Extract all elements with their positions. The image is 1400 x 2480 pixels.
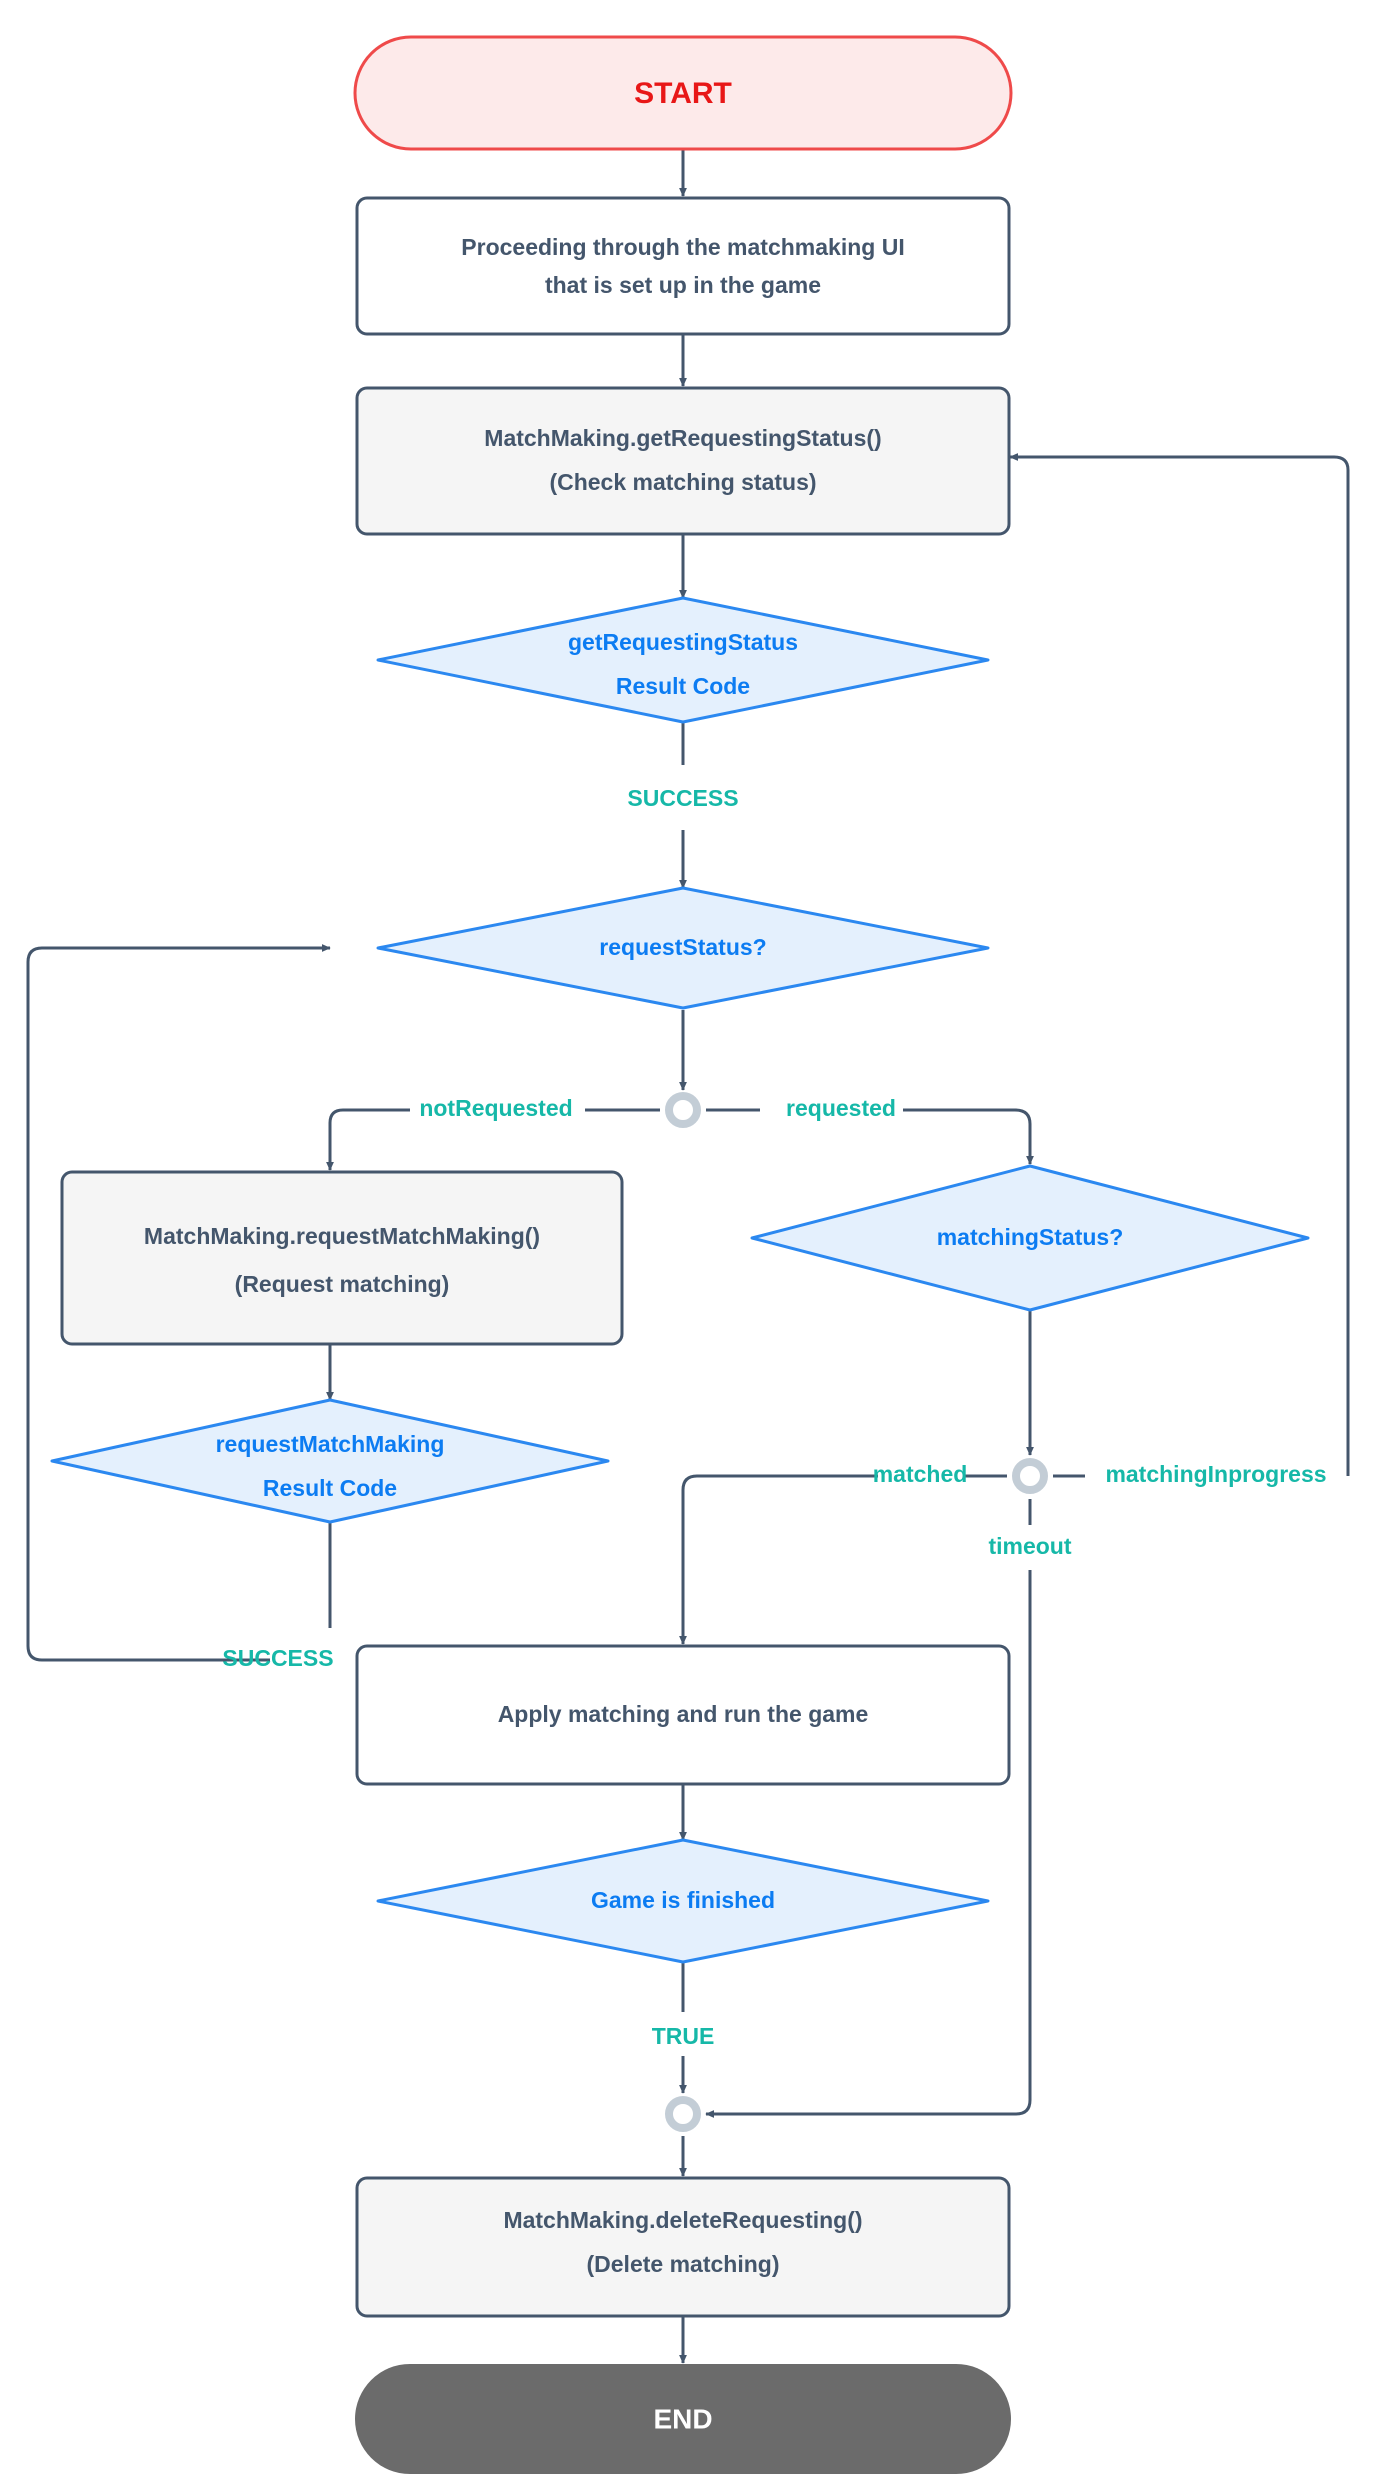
game-finished-label: Game is finished	[591, 1887, 775, 1913]
end-label: END	[653, 2403, 712, 2434]
edge-label-requested: requested	[786, 1095, 896, 1121]
node-request-matchmaking-result[interactable]: requestMatchMaking Result Code	[50, 1398, 610, 1524]
edge-requested-to-matching-status	[903, 1108, 1034, 1165]
node-request-status[interactable]: requestStatus?	[376, 886, 990, 1010]
edge-notrequested-to-request-matchmaking	[326, 1108, 410, 1171]
edge-success-loop-to-request-status	[26, 944, 331, 1662]
delete-requesting-shape	[355, 2176, 1011, 2318]
request-matchmaking-line-1: MatchMaking.requestMatchMaking()	[144, 1223, 540, 1249]
request-matchmaking-result-line-2: Result Code	[263, 1475, 397, 1501]
edge-label-true: TRUE	[652, 2023, 715, 2049]
node-delete-requesting[interactable]: MatchMaking.deleteRequesting() (Delete m…	[355, 2176, 1011, 2318]
ui-flow-line-2: that is set up in the game	[545, 272, 821, 298]
delete-requesting-line-1: MatchMaking.deleteRequesting()	[503, 2207, 862, 2233]
edge-matched-to-apply-matching	[679, 1474, 878, 1645]
edge-matchinginprogress-loop-to-get-status	[1009, 453, 1350, 1476]
get-requesting-status-shape	[355, 386, 1011, 536]
apply-matching-shape	[355, 1644, 1011, 1786]
node-end[interactable]: END	[355, 2364, 1011, 2474]
node-get-requesting-status[interactable]: MatchMaking.getRequestingStatus() (Check…	[355, 386, 1011, 536]
start-label: START	[634, 77, 732, 110]
get-requesting-status-line-1: MatchMaking.getRequestingStatus()	[484, 425, 881, 451]
merge-junction	[665, 2096, 701, 2132]
node-apply-matching[interactable]: Apply matching and run the game	[355, 1644, 1011, 1786]
game-finished-shape	[376, 1838, 990, 1964]
ui-flow-line-1: Proceeding through the matchmaking UI	[461, 234, 904, 260]
matching-status-shape	[750, 1164, 1310, 1312]
node-matching-status[interactable]: matchingStatus?	[750, 1164, 1310, 1312]
edge-label-not-requested: notRequested	[419, 1095, 572, 1121]
request-status-shape	[376, 886, 990, 1010]
start-shape	[353, 35, 1013, 151]
get-requesting-status-result-line-1: getRequestingStatus	[568, 629, 798, 655]
edge-timeout-to-merge-junction	[705, 1570, 1032, 2118]
edge-label-matching-inprogress: matchingInprogress	[1105, 1461, 1326, 1487]
apply-matching-label: Apply matching and run the game	[498, 1701, 869, 1727]
edge-label-timeout: timeout	[988, 1533, 1071, 1559]
get-requesting-status-result-line-2: Result Code	[616, 673, 750, 699]
edge-label-success-request: SUCCESS	[222, 1645, 333, 1671]
request-matchmaking-result-shape	[50, 1398, 610, 1524]
matching-status-label: matchingStatus?	[937, 1224, 1124, 1250]
request-status-label: requestStatus?	[599, 934, 766, 960]
get-requesting-status-result-shape	[376, 596, 990, 724]
request-matchmaking-line-2: (Request matching)	[235, 1271, 450, 1297]
request-status-junction	[665, 1092, 701, 1128]
node-get-requesting-status-result[interactable]: getRequestingStatus Result Code	[376, 596, 990, 724]
node-game-finished[interactable]: Game is finished	[376, 1838, 990, 1964]
delete-requesting-line-2: (Delete matching)	[587, 2251, 780, 2277]
matching-status-junction	[1012, 1458, 1048, 1494]
ui-flow-shape	[355, 196, 1011, 336]
end-shape	[355, 2364, 1011, 2474]
request-matchmaking-shape	[60, 1170, 624, 1346]
node-start[interactable]: START	[353, 35, 1013, 151]
node-ui-flow[interactable]: Proceeding through the matchmaking UI th…	[355, 196, 1011, 336]
edge-label-success-top: SUCCESS	[627, 785, 738, 811]
edge-label-matched: matched	[873, 1461, 968, 1487]
request-matchmaking-result-line-1: requestMatchMaking	[216, 1431, 445, 1457]
node-request-matchmaking[interactable]: MatchMaking.requestMatchMaking() (Reques…	[60, 1170, 624, 1346]
get-requesting-status-line-2: (Check matching status)	[549, 469, 816, 495]
